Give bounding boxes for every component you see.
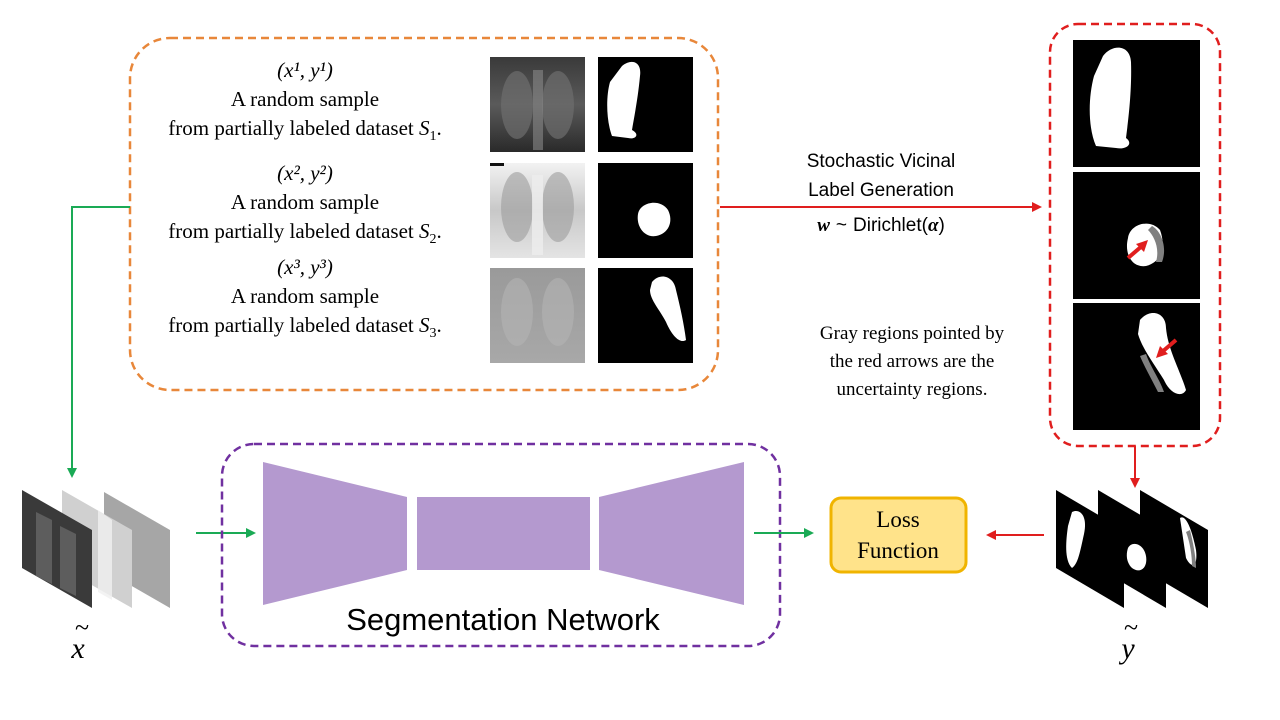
loss-function-box bbox=[829, 496, 968, 574]
sample-3-line1: A random sample bbox=[231, 284, 379, 308]
xray-image-1 bbox=[490, 57, 585, 152]
encoder-block bbox=[263, 462, 407, 605]
network-label: Segmentation Network bbox=[346, 602, 660, 637]
loss-line1: Loss bbox=[876, 507, 920, 532]
mask-image-3 bbox=[598, 268, 693, 363]
uncertainty-arrow-2 bbox=[1126, 244, 1144, 260]
sample-3-pair: (x³, y³) bbox=[277, 255, 333, 279]
note-line2: the red arrows are the bbox=[830, 351, 995, 372]
sample-1-line2: from partially labeled dataset S1. bbox=[168, 116, 441, 144]
label-image-stack bbox=[1056, 490, 1208, 608]
sample-2-text: (x², y²) A random sample from partially … bbox=[168, 161, 441, 247]
dataset-samples-box bbox=[128, 36, 720, 392]
sample-3-line2: from partially labeled dataset S3. bbox=[168, 313, 441, 341]
decoder-block bbox=[599, 462, 744, 605]
uncertainty-note: Gray regions pointed by the red arrows a… bbox=[820, 323, 1005, 400]
xray-image-2 bbox=[490, 163, 585, 258]
label-generation-line1: Stochastic Vicinal bbox=[807, 151, 956, 172]
sample-2-line1: A random sample bbox=[231, 190, 379, 214]
sample-1-pair: (x¹, y¹) bbox=[277, 58, 333, 82]
y-tilde-mark: ~ bbox=[1124, 613, 1138, 642]
sample-3-text: (x³, y³) A random sample from partially … bbox=[168, 255, 441, 341]
input-image-stack bbox=[22, 490, 170, 608]
vicinal-label-3 bbox=[1073, 303, 1200, 430]
sample-2-line2: from partially labeled dataset S2. bbox=[168, 219, 441, 247]
uncertainty-arrow-3 bbox=[1160, 338, 1178, 354]
note-line1: Gray regions pointed by bbox=[820, 323, 1005, 344]
x-tilde-mark: ~ bbox=[75, 613, 89, 642]
bottleneck-block bbox=[417, 497, 590, 570]
xray-image-3 bbox=[490, 268, 585, 363]
note-line3: uncertainty regions. bbox=[837, 379, 988, 400]
vicinal-label-2 bbox=[1073, 172, 1200, 299]
vicinal-label-1 bbox=[1073, 40, 1200, 167]
sample-1-line1: A random sample bbox=[231, 87, 379, 111]
segmentation-network-box bbox=[220, 442, 782, 648]
y-tilde-symbol: y bbox=[1118, 632, 1135, 665]
x-tilde-symbol: x bbox=[70, 632, 85, 665]
mask-image-2 bbox=[598, 163, 693, 258]
mask-image-1 bbox=[598, 57, 693, 152]
arrow-to-input-stack bbox=[67, 206, 130, 478]
loss-line2: Function bbox=[857, 538, 939, 563]
sample-2-pair: (x², y²) bbox=[277, 161, 333, 185]
dirichlet-formula: w~Dirichlet(α) bbox=[817, 215, 945, 236]
label-generation-line2: Label Generation bbox=[808, 180, 954, 201]
label-generation-text: Stochastic Vicinal Label Generation w~Di… bbox=[807, 151, 956, 236]
sample-1-text: (x¹, y¹) A random sample from partially … bbox=[168, 58, 441, 144]
